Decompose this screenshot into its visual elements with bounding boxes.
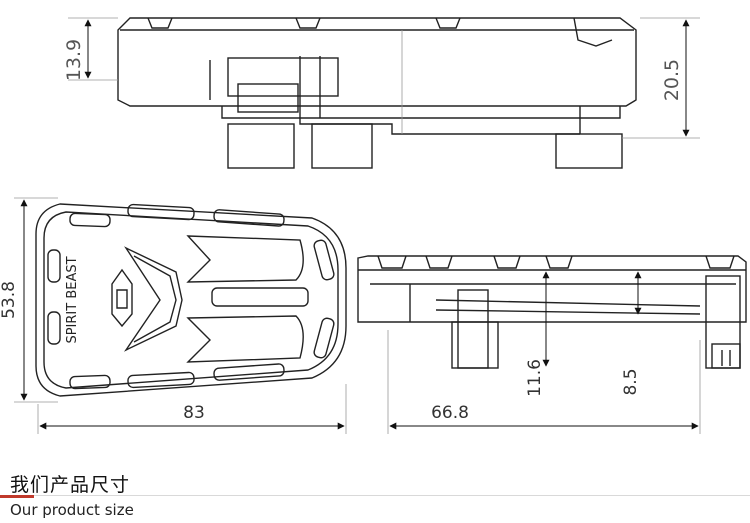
dim-top-right-height: 20.5 (661, 59, 683, 101)
front-view (35, 203, 347, 397)
caption-title-en: Our product size (10, 501, 134, 519)
dim-side-width: 66.8 (431, 403, 469, 423)
side-view-dims (387, 271, 701, 434)
side-view (357, 255, 747, 369)
caption-title-cn: 我们产品尺寸 (10, 474, 131, 496)
caption-divider (0, 495, 750, 496)
dim-front-width: 83 (183, 403, 205, 423)
top-view-dims (68, 17, 700, 139)
dim-side-height-b: 8.5 (621, 368, 641, 395)
emblem-text: SPIRIT BEAST (65, 256, 80, 343)
caption-accent-bar (0, 495, 34, 498)
dim-top-left-height: 13.9 (63, 39, 85, 81)
dim-side-height-a: 11.6 (525, 359, 545, 397)
dim-front-height: 53.8 (0, 281, 19, 319)
top-view (117, 17, 637, 169)
front-view-dims (14, 197, 347, 434)
